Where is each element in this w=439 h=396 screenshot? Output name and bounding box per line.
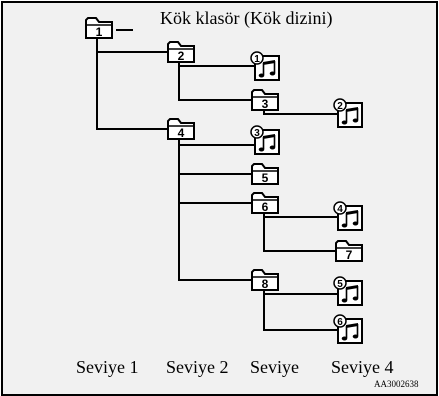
connector-line xyxy=(263,110,338,115)
music-nodes: 1 2 3 4 5 6 xyxy=(250,51,363,344)
connector-line xyxy=(96,37,168,130)
music-5: 5 xyxy=(333,276,363,306)
music-note-icon xyxy=(341,107,359,125)
folder-number: 1 xyxy=(96,25,103,39)
music-note-icon xyxy=(258,60,276,78)
connector-line xyxy=(263,290,338,331)
tree-connectors xyxy=(96,29,338,331)
folder-7: 7 xyxy=(335,240,363,262)
circled-number-badge xyxy=(333,314,347,328)
folder-icon xyxy=(251,269,279,291)
music-file-number: 6 xyxy=(337,317,343,328)
folder-number: 6 xyxy=(262,200,269,214)
music-4: 4 xyxy=(333,201,363,231)
folder-1: 1 xyxy=(85,17,113,39)
music-file-number: 2 xyxy=(337,101,343,112)
folder-nodes: 1 2 3 4 5 6 7 8 xyxy=(85,17,363,291)
folder-6: 6 xyxy=(251,192,279,214)
music-file-number: 4 xyxy=(337,204,343,215)
folder-number: 2 xyxy=(178,49,185,63)
level-4-label: Seviye 4 xyxy=(331,357,394,377)
folder-icon xyxy=(167,118,195,140)
music-note-icon xyxy=(341,285,359,303)
folder-5: 5 xyxy=(251,163,279,185)
folder-number: 5 xyxy=(262,171,269,185)
circled-number-badge xyxy=(333,276,347,290)
music-1: 1 xyxy=(250,51,280,81)
folder-icon xyxy=(335,240,363,262)
folder-number: 3 xyxy=(262,97,269,111)
folder-number: 7 xyxy=(346,248,353,262)
level-1-label: Seviye 1 xyxy=(76,357,139,377)
folder-3: 3 xyxy=(251,89,279,111)
circled-number-badge xyxy=(333,201,347,215)
folder-number: 8 xyxy=(262,277,269,291)
music-file-number: 1 xyxy=(254,54,260,65)
circled-number-badge xyxy=(333,98,347,112)
level-3-label: Seviye xyxy=(250,357,299,377)
folder-4: 4 xyxy=(167,118,195,140)
circled-number-badge xyxy=(250,51,264,65)
folder-number: 4 xyxy=(178,126,185,140)
root-folder-title: Kök klasör (Kök dizini) xyxy=(160,8,333,28)
music-6: 6 xyxy=(333,314,363,344)
music-note-icon xyxy=(341,210,359,228)
music-note-icon xyxy=(258,134,276,152)
music-3: 3 xyxy=(250,125,280,155)
folder-icon xyxy=(251,89,279,111)
folder-icon xyxy=(251,163,279,185)
level-2-label: Seviye 2 xyxy=(166,357,229,377)
folder-2: 2 xyxy=(167,41,195,63)
folder-icon xyxy=(85,17,113,39)
connector-line xyxy=(178,62,252,101)
music-file-number: 3 xyxy=(254,128,260,139)
music-note-icon xyxy=(341,323,359,341)
image-code: AA3002638 xyxy=(374,379,419,389)
circled-number-badge xyxy=(250,125,264,139)
folder-icon xyxy=(251,192,279,214)
music-file-number: 5 xyxy=(337,279,343,290)
folder-icon xyxy=(167,41,195,63)
folder-8: 8 xyxy=(251,269,279,291)
connector-line xyxy=(178,139,252,281)
connector-line xyxy=(263,213,336,252)
music-2: 2 xyxy=(333,98,363,128)
